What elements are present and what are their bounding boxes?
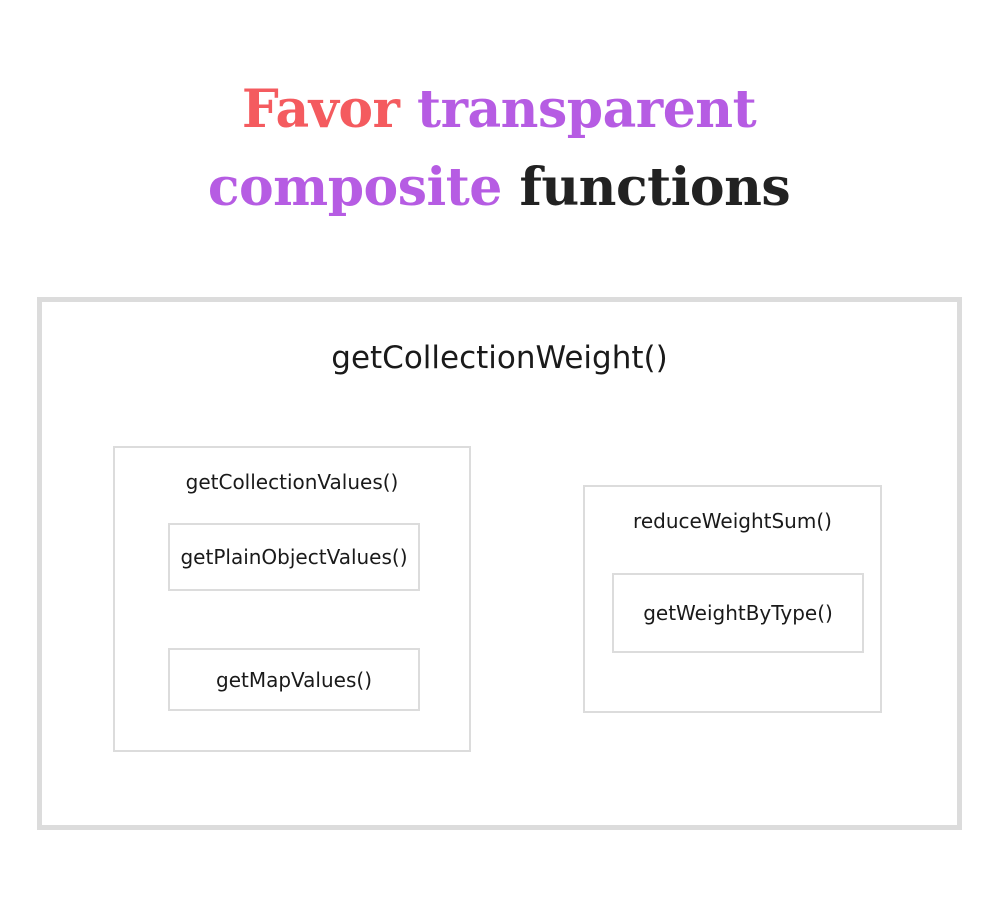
- child-function-label: getPlainObjectValues(): [180, 545, 408, 569]
- child-function-label: getMapValues(): [216, 667, 372, 692]
- child-function-box: getPlainObjectValues(): [168, 523, 420, 591]
- title-word-composite: composite: [207, 157, 503, 218]
- title-word-transparent: transparent: [417, 79, 757, 140]
- child-function-box: getMapValues(): [168, 648, 420, 711]
- right-group-label: reduceWeightSum(): [633, 509, 832, 533]
- title-word-favor: Favor: [241, 79, 400, 140]
- title-line-2: composite functions: [0, 150, 998, 226]
- left-group-label: getCollectionValues(): [185, 470, 399, 494]
- outer-function-label: getCollectionWeight(): [331, 340, 668, 376]
- child-function-label: getWeightByType(): [643, 601, 833, 625]
- title-line-1: Favor transparent: [0, 72, 998, 148]
- title-word-functions: functions: [519, 157, 791, 218]
- child-function-box: getWeightByType(): [612, 573, 864, 653]
